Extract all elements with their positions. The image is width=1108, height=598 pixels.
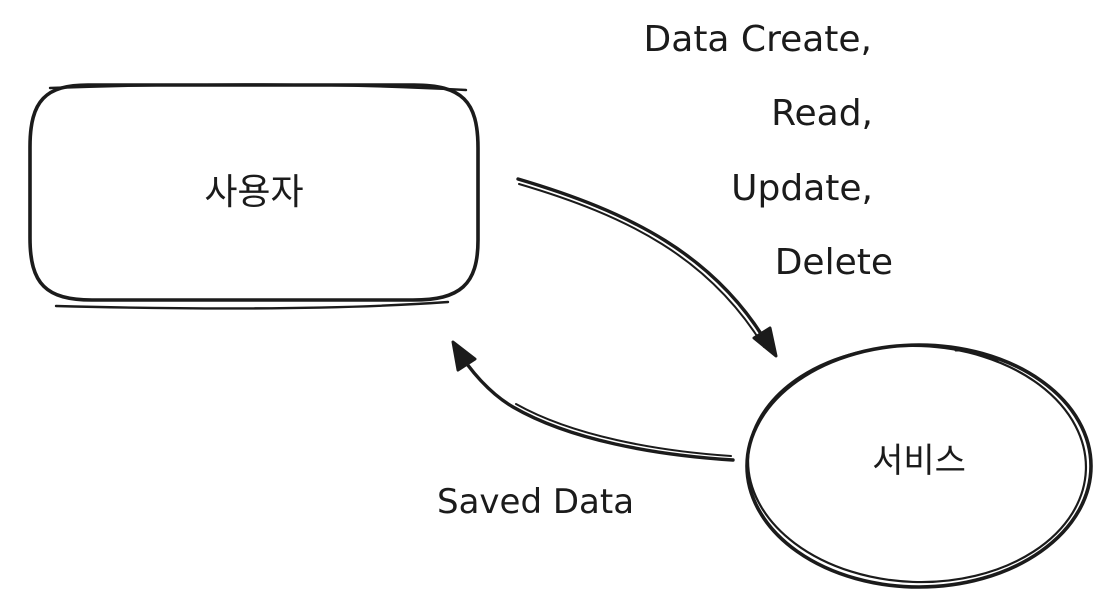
request-arrow-label-line-3: Update, xyxy=(731,168,873,209)
user-node-shape xyxy=(28,83,480,310)
response-arrow-label: Saved Data xyxy=(437,482,635,522)
response-arrow xyxy=(451,340,735,462)
user-node-label: 사용자 xyxy=(204,171,304,213)
service-node-shape xyxy=(745,343,1093,589)
request-arrow-label-line-4: Delete xyxy=(774,242,893,283)
service-node-label: 서비스 xyxy=(872,441,966,481)
request-arrow-label-line-2: Read, xyxy=(771,93,873,134)
request-arrow-label-line-1: Data Create, xyxy=(643,19,872,60)
request-arrow xyxy=(516,177,778,358)
